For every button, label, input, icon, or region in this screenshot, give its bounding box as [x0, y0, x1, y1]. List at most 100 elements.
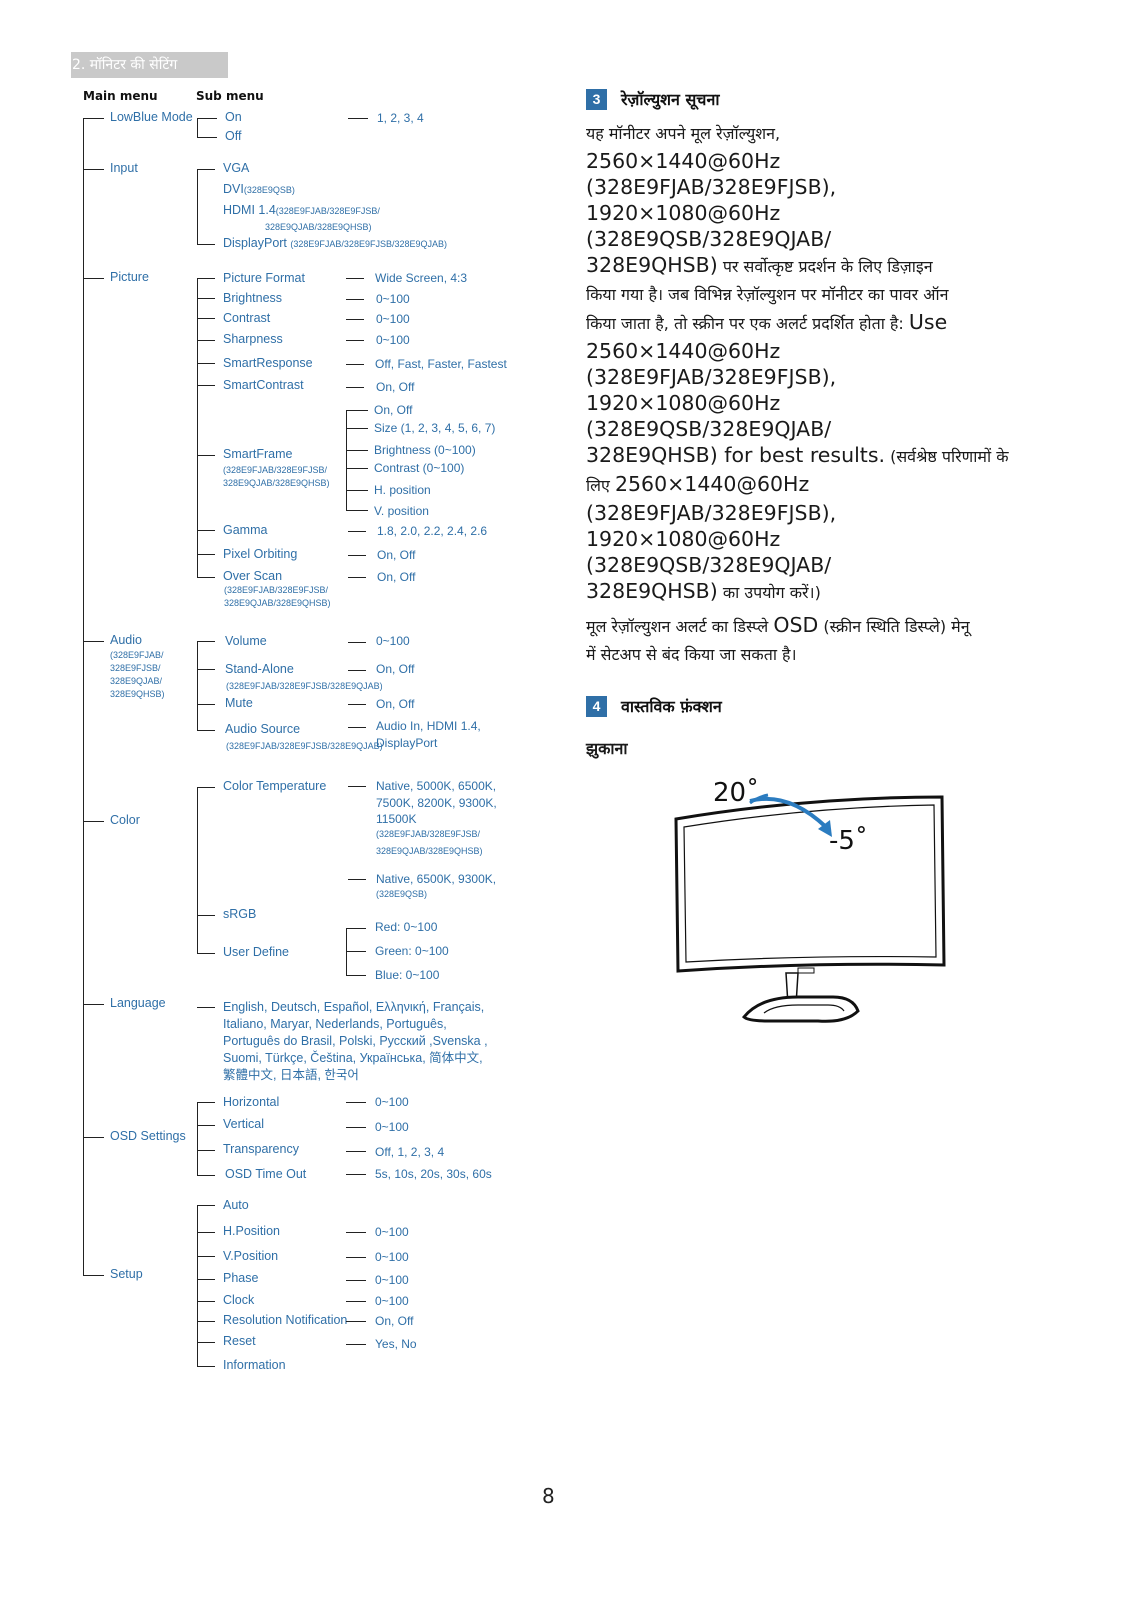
sub-brightness: Brightness — [223, 291, 283, 305]
sub-smartresponse: SmartResponse — [223, 356, 313, 370]
main-item-osd-settings: OSD Settings — [110, 1129, 186, 1143]
main-item-input: Input — [110, 161, 138, 175]
audio-model-note-2: 328E9FJSB/ — [110, 663, 161, 673]
val-sf-contrast: Contrast (0~100) — [374, 461, 465, 475]
audio-model-note-3: 328E9QJAB/ — [110, 676, 163, 686]
val-blue: Blue: 0~100 — [375, 968, 440, 982]
audio-source-model-note: (328E9FJAB/328E9FJSB/328E9QJAB) — [226, 741, 383, 751]
val-vertical: 0~100 — [375, 1120, 409, 1134]
section-4-heading: 4 वास्तविक फ़ंक्शन — [586, 695, 722, 717]
ct-model-note-1: (328E9FJAB/328E9FJSB/ — [376, 829, 481, 839]
val-clock: 0~100 — [375, 1294, 409, 1308]
main-item-picture: Picture — [110, 270, 149, 284]
section-3-title: रेज़ॉल्युशन सूचना — [621, 90, 720, 109]
sub-lowblue-on: On — [225, 110, 242, 124]
sub-reset: Reset — [223, 1334, 256, 1348]
tilt-label: झुकाना — [586, 739, 628, 758]
val-ct-2: 7500K, 8200K, 9300K, — [376, 796, 497, 810]
sub-resolution-notification: Resolution Notification — [223, 1313, 348, 1327]
sub-h-position: H.Position — [223, 1224, 280, 1238]
sub-menu-heading: Sub menu — [196, 89, 264, 103]
main-item-setup: Setup — [110, 1267, 143, 1281]
main-item-language: Language — [110, 996, 166, 1010]
val-sf-vposition: V. position — [374, 504, 429, 518]
audio-model-note-4: 328E9QHSB) — [110, 689, 165, 699]
val-volume: 0~100 — [376, 634, 410, 648]
val-h-position: 0~100 — [375, 1225, 409, 1239]
sub-clock: Clock — [223, 1293, 255, 1307]
language-list: English, Deutsch, Español, Ελληνική, Fra… — [223, 1000, 488, 1082]
smartframe-model-note-1: (328E9FJAB/328E9FJSB/ — [223, 465, 328, 475]
val-green: Green: 0~100 — [375, 944, 449, 958]
sub-input-vga: VGA — [223, 161, 250, 175]
sub-osd-time-out: OSD Time Out — [225, 1167, 307, 1181]
val-gamma: 1.8, 2.0, 2.2, 2.4, 2.6 — [377, 524, 488, 538]
val-resolution-notification: On, Off — [375, 1314, 414, 1328]
val-mute: On, Off — [376, 697, 415, 711]
overscan-model-note-1: (328E9FJAB/328E9FJSB/ — [224, 585, 329, 595]
monitor-tilt-illustration — [674, 793, 946, 1023]
sub-pixel-orbiting: Pixel Orbiting — [223, 547, 298, 561]
sub-over-scan: Over Scan — [223, 569, 283, 583]
section-4-number: 4 — [586, 695, 607, 717]
val-transparency: Off, 1, 2, 3, 4 — [375, 1145, 445, 1159]
val-over-scan: On, Off — [377, 570, 416, 584]
smartframe-model-note-2: 328E9QJAB/328E9QHSB) — [223, 478, 330, 488]
val-red: Red: 0~100 — [375, 920, 438, 934]
sub-smartcontrast: SmartContrast — [223, 378, 304, 392]
val-pixel-orbiting: On, Off — [377, 548, 416, 562]
section-4-title: वास्तविक फ़ंक्शन — [621, 697, 722, 716]
sub-volume: Volume — [225, 634, 267, 648]
section-3-number: 3 — [586, 88, 607, 110]
sub-srgb: sRGB — [223, 907, 257, 921]
val-sharpness: 0~100 — [376, 333, 410, 347]
main-item-lowblue: LowBlue Mode — [110, 110, 193, 124]
audio-model-note-1: (328E9FJAB/ — [110, 650, 164, 660]
sub-phase: Phase — [223, 1271, 259, 1285]
val-ct-3: 11500K — [376, 812, 417, 826]
sub-v-position: V.Position — [223, 1249, 279, 1263]
val-sf-brightness: Brightness (0~100) — [374, 443, 476, 457]
standalone-model-note: (328E9FJAB/328E9FJSB/328E9QJAB) — [226, 681, 383, 691]
main-item-audio: Audio — [110, 633, 142, 647]
sub-auto: Auto — [223, 1198, 249, 1212]
sub-transparency: Transparency — [223, 1142, 299, 1156]
val-ct-4: Native, 6500K, 9300K, — [376, 872, 497, 886]
val-reset: Yes, No — [375, 1337, 417, 1351]
sub-color-temperature: Color Temperature — [223, 779, 327, 793]
sub-mute: Mute — [225, 696, 253, 710]
val-audio-source-1: Audio In, HDMI 1.4, — [376, 719, 481, 733]
val-v-position: 0~100 — [375, 1250, 409, 1264]
val-stand-alone: On, Off — [376, 662, 415, 676]
sub-horizontal: Horizontal — [223, 1095, 280, 1109]
val-osd-time-out: 5s, 10s, 20s, 30s, 60s — [375, 1167, 492, 1181]
val-audio-source-2: DisplayPort — [376, 736, 438, 750]
val-phase: 0~100 — [375, 1273, 409, 1287]
val-smartresponse: Off, Fast, Faster, Fastest — [375, 357, 507, 371]
ct-model-note-3: (328E9QSB) — [376, 889, 428, 899]
sub-information: Information — [223, 1358, 286, 1372]
val-lowblue: 1, 2, 3, 4 — [377, 111, 424, 125]
resolution-notice-text: यह मॉनीटर अपने मूल रेज़ॉल्युशन, 2560×144… — [586, 124, 1009, 603]
val-brightness: 0~100 — [376, 292, 410, 306]
tilt-angle-down: -5˚ — [829, 826, 868, 856]
sub-vertical: Vertical — [223, 1117, 264, 1131]
sub-audio-source: Audio Source — [225, 722, 301, 736]
main-menu-heading: Main menu — [83, 89, 158, 103]
page-number: 8 — [542, 1484, 555, 1508]
sub-input-dvi: DVI(328E9QSB) — [223, 182, 295, 196]
val-contrast: 0~100 — [376, 312, 410, 326]
sub-user-define: User Define — [223, 945, 289, 959]
sub-input-hdmi: HDMI 1.4(328E9FJAB/328E9FJSB/ — [223, 203, 380, 217]
sub-picture-format: Picture Format — [223, 271, 305, 285]
sub-smartframe: SmartFrame — [223, 447, 293, 461]
main-tree-line — [83, 118, 84, 1275]
tilt-angle-up: 20˚ — [713, 778, 760, 808]
section-header: 2. मॉनिटर की सेटिंग — [71, 52, 228, 78]
overscan-model-note-2: 328E9QJAB/328E9QHSB) — [224, 598, 331, 608]
sub-gamma: Gamma — [223, 523, 268, 537]
val-ct-1: Native, 5000K, 6500K, — [376, 779, 497, 793]
val-smartcontrast: On, Off — [376, 380, 415, 394]
hdmi-model-note: 328E9QJAB/328E9QHSB) — [265, 222, 372, 232]
val-sf-hposition: H. position — [374, 483, 431, 497]
